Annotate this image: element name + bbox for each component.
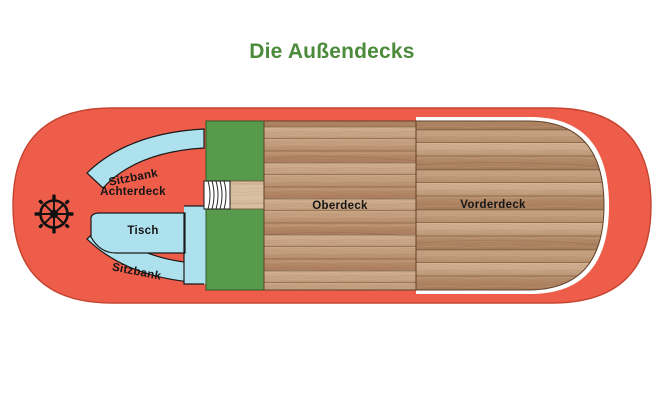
connector-edge-bottom [183, 253, 204, 285]
area-oberdeck[interactable] [263, 120, 417, 291]
label-tisch: Tisch [127, 225, 158, 237]
page-title: Die Außendecks [249, 40, 415, 63]
area-vorderdeck[interactable] [415, 120, 605, 291]
vorderdeck-grain [415, 161, 604, 246]
label-vorderdeck: Vorderdeck [460, 199, 526, 211]
seating-area-fill [184, 206, 206, 284]
area-sitzbank-upper[interactable] [86, 128, 205, 189]
green-panels [203, 120, 265, 291]
label-oberdeck: Oberdeck [312, 200, 368, 212]
deck-plan-svg: Sitzbank Sitzbank Achterdeck Tisch Oberd… [12, 107, 652, 304]
boat-deck-plan: Sitzbank Sitzbank Achterdeck Tisch Oberd… [8, 103, 656, 308]
stairs-icon[interactable] [203, 180, 231, 210]
area-achterdeck[interactable] [86, 128, 206, 285]
ships-wheel-icon [34, 194, 74, 234]
oberdeck-grain [266, 155, 416, 238]
label-achterdeck: Achterdeck [100, 186, 166, 198]
area-tisch[interactable] [90, 212, 186, 254]
